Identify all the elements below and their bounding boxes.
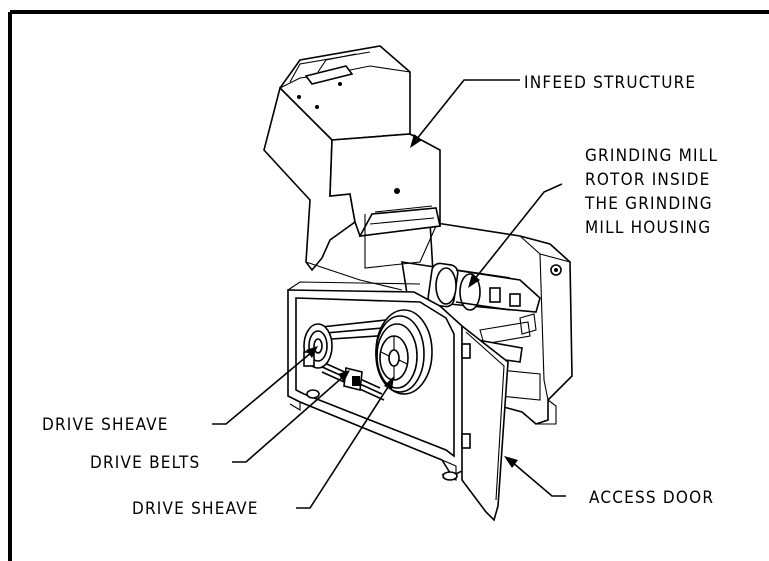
- label-drive-belts: DRIVE BELTS: [90, 453, 200, 473]
- frame-border: [8, 10, 769, 561]
- leader-sheave-large: [296, 376, 394, 509]
- leader-door: [504, 456, 566, 497]
- label-rotor-line4: MILL HOUSING: [585, 218, 711, 238]
- front-frame: [287, 281, 465, 481]
- large-drive-sheave: [375, 309, 433, 395]
- label-drive-sheave-large: DRIVE SHEAVE: [132, 499, 259, 519]
- label-rotor-line2: ROTOR INSIDE: [585, 170, 711, 190]
- label-rotor-line3: THE GRINDING: [584, 194, 713, 214]
- label-drive-sheave-small: DRIVE SHEAVE: [42, 415, 169, 435]
- leader-infeed: [410, 79, 520, 148]
- leader-belts: [232, 370, 350, 463]
- leader-sheave-small: [212, 346, 318, 425]
- access-door: [461, 324, 509, 522]
- infeed-structure: [263, 45, 441, 291]
- label-infeed-structure: INFEED STRUCTURE: [524, 73, 696, 93]
- leader-rotor: [468, 183, 563, 288]
- label-rotor-line1: GRINDING MILL: [585, 146, 718, 166]
- label-access-door: ACCESS DOOR: [589, 488, 714, 508]
